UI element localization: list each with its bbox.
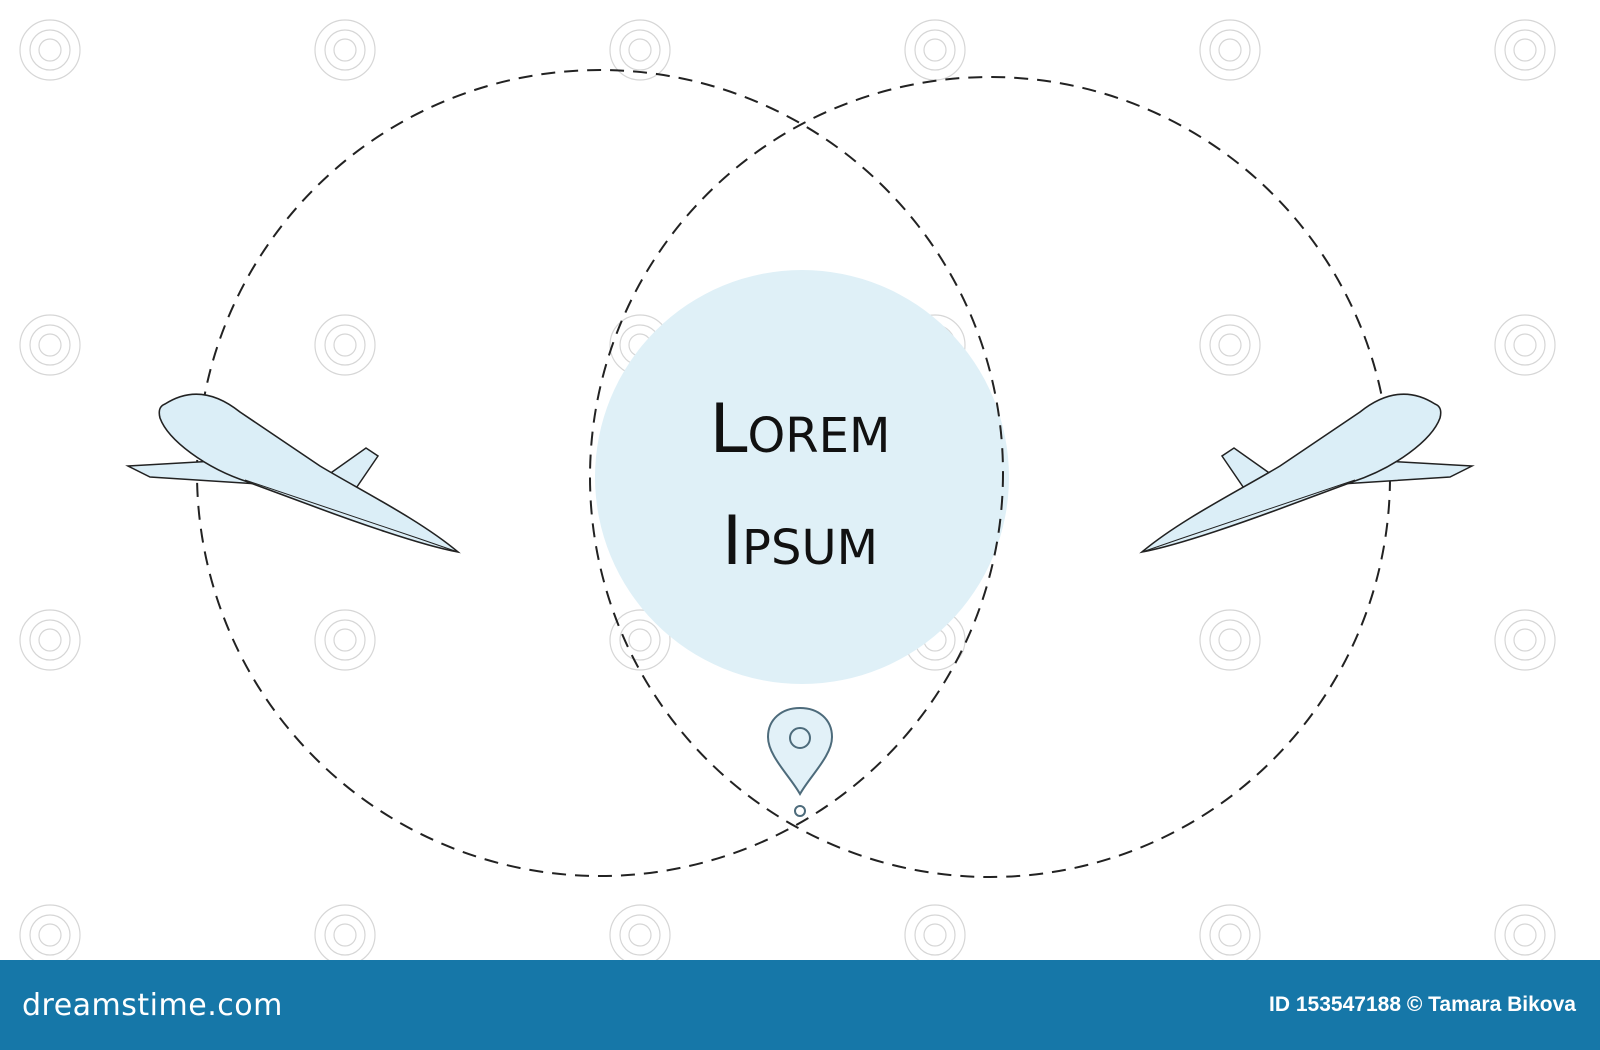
watermark-swirl (29, 324, 71, 366)
watermark-swirl (333, 333, 357, 357)
watermark-swirl (923, 38, 947, 62)
watermark-swirl (923, 923, 947, 947)
watermark-swirl (1218, 333, 1242, 357)
center-highlight-circle (595, 270, 1009, 684)
airplane-icon (125, 393, 461, 554)
watermark-swirl (314, 19, 376, 81)
watermark-swirl (19, 609, 81, 671)
watermark-swirl (1209, 324, 1251, 366)
watermark-swirl (1218, 38, 1242, 62)
watermark-swirl (19, 19, 81, 81)
watermark-swirl (324, 914, 366, 956)
image-credit: ID 153547188 © Tamara Bikova (1269, 993, 1576, 1016)
watermark-swirl (1513, 38, 1537, 62)
airplane-icon (1139, 393, 1475, 554)
watermark-swirl (324, 619, 366, 661)
watermark-swirl (29, 914, 71, 956)
watermark-swirl (628, 628, 652, 652)
watermark-swirl (38, 628, 62, 652)
watermark-swirl (29, 29, 71, 71)
watermark-swirl (19, 314, 81, 376)
watermark-swirl (333, 38, 357, 62)
watermark-swirl (38, 333, 62, 357)
stock-site-logo[interactable]: dreamstime.com (22, 987, 283, 1023)
watermark-swirl (914, 914, 956, 956)
watermark-swirl (1513, 333, 1537, 357)
watermark-swirl (38, 38, 62, 62)
watermark-swirl (324, 29, 366, 71)
watermark-swirl (619, 914, 661, 956)
watermark-swirl (609, 19, 671, 81)
watermark-swirl (1504, 324, 1546, 366)
watermark-swirl (314, 314, 376, 376)
title-line-2: Ipsum (722, 502, 878, 581)
watermark-swirl (1513, 923, 1537, 947)
watermark-swirl (1199, 19, 1261, 81)
watermark-swirl (1209, 619, 1251, 661)
watermark-swirl (1494, 314, 1556, 376)
watermark-swirl (29, 619, 71, 661)
watermark-swirl (1494, 609, 1556, 671)
travel-diagram: Lorem Ipsum (19, 19, 1556, 960)
watermark-swirl (1494, 19, 1556, 81)
watermark-swirl (619, 619, 661, 661)
watermark-swirl (628, 38, 652, 62)
watermark-swirl (1199, 314, 1261, 376)
watermark-swirl (333, 628, 357, 652)
watermark-swirl (324, 324, 366, 366)
map-pin-icon (766, 706, 834, 817)
title-line-1: Lorem (710, 390, 891, 469)
watermark-swirl (619, 29, 661, 71)
watermark-swirl (1209, 914, 1251, 956)
watermark-swirl (1504, 29, 1546, 71)
watermark-swirl (1218, 923, 1242, 947)
watermark-swirl (628, 923, 652, 947)
watermark-swirl (1199, 609, 1261, 671)
footer-bar: dreamstime.com ID 153547188 © Tamara Bik… (0, 960, 1600, 1050)
watermark-swirl (1504, 619, 1546, 661)
watermark-swirl (904, 19, 966, 81)
watermark-swirl (609, 609, 671, 671)
watermark-swirl (1209, 29, 1251, 71)
watermark-swirl (333, 923, 357, 947)
watermark-swirl (19, 904, 81, 960)
watermark-swirl (904, 904, 966, 960)
watermark-swirl (609, 904, 671, 960)
watermark-swirl (1504, 914, 1546, 956)
watermark-swirl (1218, 628, 1242, 652)
watermark-swirl (1494, 904, 1556, 960)
watermark-swirl (914, 29, 956, 71)
watermark-swirl (1199, 904, 1261, 960)
diagram-canvas: Lorem Ipsum (19, 19, 1556, 960)
watermark-swirl (314, 609, 376, 671)
watermark-swirl (1513, 628, 1537, 652)
watermark-swirl (38, 923, 62, 947)
watermark-swirl (314, 904, 376, 960)
